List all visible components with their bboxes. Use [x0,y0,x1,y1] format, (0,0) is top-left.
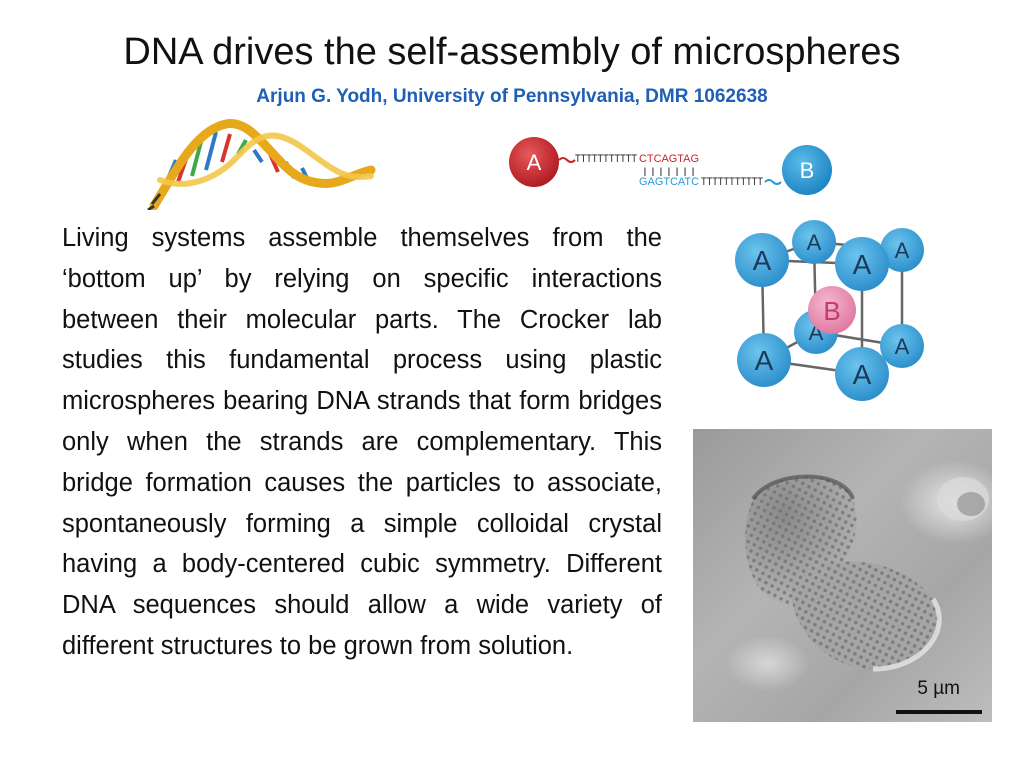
corner-label: A [755,345,774,376]
lattice-corner-particle [735,233,789,287]
dna-helix-illustration [147,119,376,210]
particle-b [782,145,832,195]
lattice-center-particle [808,286,856,334]
corner-label: A [853,249,872,280]
bcc-lattice-diagram: A A A A B A A A A [735,220,924,401]
scale-bar-label: 5 µm [917,678,960,699]
corner-label: A [853,359,872,390]
scale-bar [896,710,982,714]
slide-title: DNA drives the self-assembly of microsph… [123,31,901,73]
base-pair-bonds: | | | | | | | [643,166,695,176]
helix-backbone-2 [157,132,374,187]
body-paragraph: Living systems assemble themselves from … [62,224,662,660]
top-sticky-text: CTCAGTAG [639,153,699,165]
micrograph-texture [745,474,989,672]
particle-a [509,137,559,187]
corner-label: A [807,230,822,255]
center-label: B [823,296,840,326]
colloidal-crystal-micrograph: 5 µm [693,429,992,722]
particle-b-label: B [800,158,815,183]
bottom-strand-text: TTTTTTTTTTT [701,176,763,188]
lattice-corner-particle [835,237,889,291]
lattice-corner-particle [792,220,836,264]
corner-label: A [895,238,910,263]
particle-a-label: A [527,150,542,175]
lattice-corner-particle [835,347,889,401]
dna-strand-pairing-diagram: A TTTTTTTTTTT CTCAGTAG | | | | | | | GAG… [509,137,832,195]
corner-label: A [753,245,772,276]
lattice-corner-particle [737,333,791,387]
corner-label: A [895,334,910,359]
lattice-corner-particle [880,228,924,272]
top-strand-text: TTTTTTTTTTT [575,153,637,165]
bottom-sticky-text: GAGTCATC [639,176,699,188]
slide-subtitle: Arjun G. Yodh, University of Pennsylvani… [256,86,768,107]
lattice-corner-particle [880,324,924,368]
